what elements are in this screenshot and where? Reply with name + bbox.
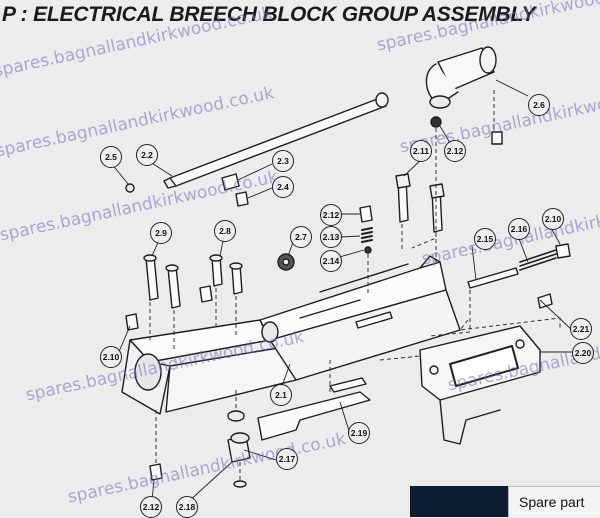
screws-2-11-part bbox=[395, 173, 445, 233]
washer-bush-part bbox=[149, 410, 251, 488]
callout-2-19: 2.19 bbox=[348, 422, 370, 444]
long-rod-part bbox=[163, 92, 389, 189]
callout-2-15: 2.15 bbox=[474, 228, 496, 250]
callout-2-8: 2.8 bbox=[214, 220, 236, 242]
small-pins-part bbox=[125, 131, 503, 207]
callout-2-14: 2.14 bbox=[320, 250, 342, 272]
callout-2-16: 2.16 bbox=[508, 218, 530, 240]
callout-2-1: 2.1 bbox=[270, 384, 292, 406]
assembly-guide-lines bbox=[149, 90, 561, 480]
spring-parts bbox=[277, 205, 373, 271]
callout-2-13: 2.13 bbox=[320, 226, 342, 248]
callout-2-2: 2.2 bbox=[136, 144, 158, 166]
callout-2-6: 2.6 bbox=[528, 94, 550, 116]
callout-2-11: 2.11 bbox=[410, 140, 432, 162]
elbow-connector-part bbox=[425, 46, 497, 128]
callout-2-17: 2.17 bbox=[276, 448, 298, 470]
callout-2-12-bottom: 2.12 bbox=[140, 496, 162, 518]
leader-lines bbox=[111, 79, 574, 503]
callout-2-10-right: 2.10 bbox=[542, 208, 564, 230]
trigger-plate-part bbox=[257, 377, 371, 441]
callout-2-12-top: 2.12 bbox=[444, 140, 466, 162]
rods-2-15-2-16-part bbox=[467, 243, 571, 309]
callout-2-12-mid: 2.12 bbox=[320, 204, 342, 226]
callout-2-9: 2.9 bbox=[150, 222, 172, 244]
callout-2-7: 2.7 bbox=[290, 226, 312, 248]
callout-2-5: 2.5 bbox=[100, 146, 122, 168]
grip-housing-part bbox=[419, 325, 541, 445]
footer-dark-panel bbox=[410, 486, 510, 517]
callout-2-21: 2.21 bbox=[570, 318, 592, 340]
callout-2-10-left: 2.10 bbox=[100, 346, 122, 368]
callout-2-3: 2.3 bbox=[272, 150, 294, 172]
callout-2-20: 2.20 bbox=[572, 342, 594, 364]
spare-parts-button[interactable]: Spare part bbox=[508, 486, 600, 517]
breech-block-body bbox=[121, 255, 461, 415]
callout-2-18: 2.18 bbox=[176, 496, 198, 518]
callout-2-4: 2.4 bbox=[272, 176, 294, 198]
pins-2-8-2-9-part bbox=[125, 254, 243, 331]
page-title: P : ELECTRICAL BREECH BLOCK GROUP ASSEMB… bbox=[2, 3, 536, 26]
